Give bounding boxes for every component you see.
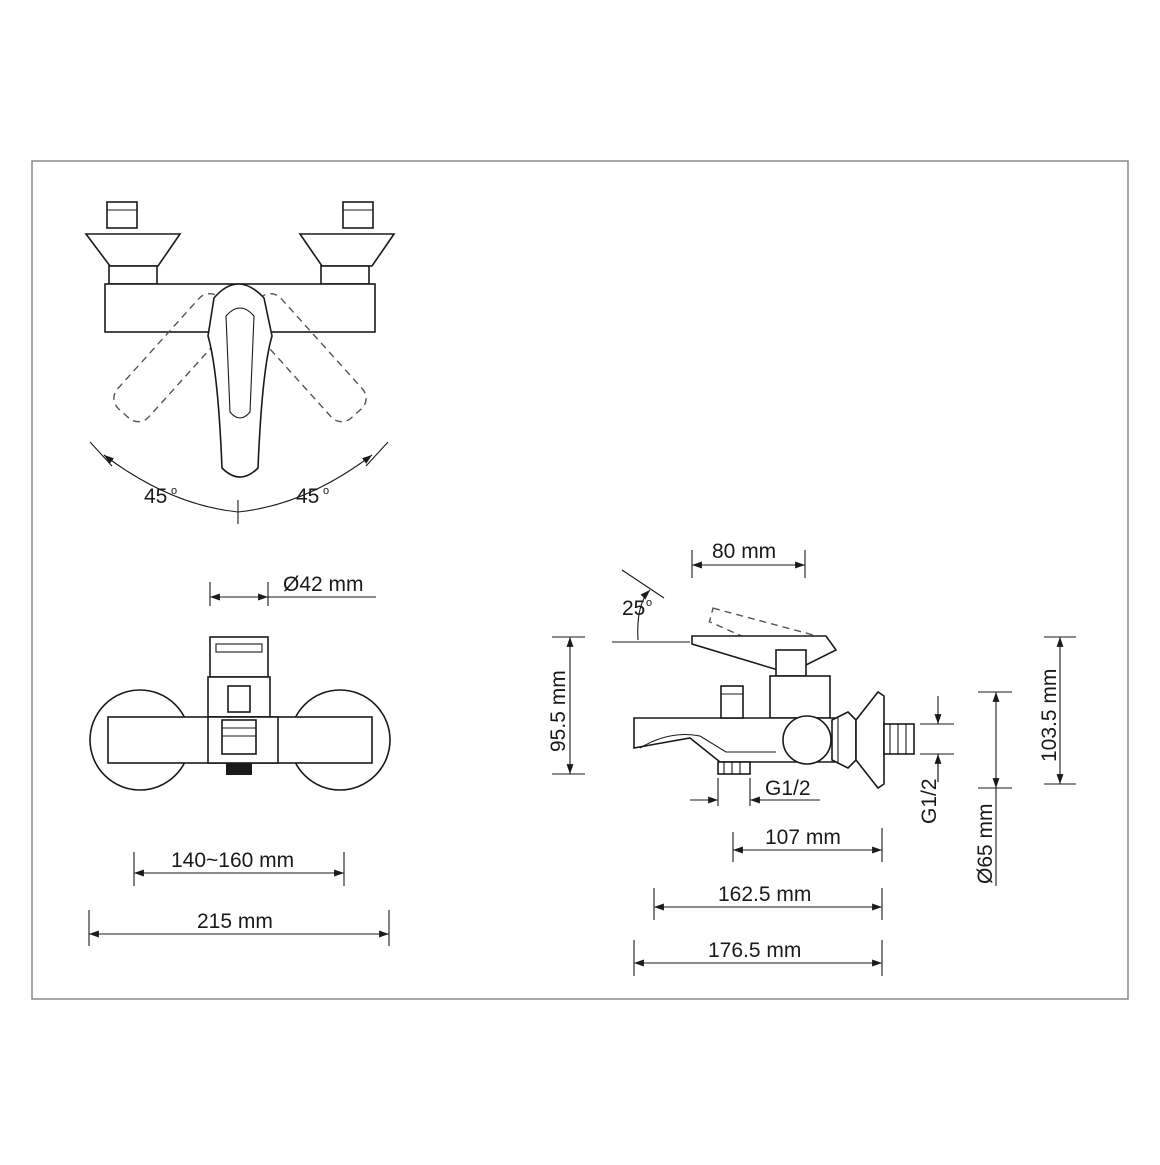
overall-width-label: 215 mm (197, 910, 273, 933)
angle-right-degree: o (323, 485, 329, 497)
front-view: Ø42 mm 140~160 mm 215 mm (88, 573, 391, 946)
wall-to-spout-label: 162.5 mm (718, 883, 811, 906)
top-left-connector (84, 201, 182, 285)
lever-depth-label: 80 mm (712, 540, 776, 563)
body-height-label: 95.5 mm (547, 670, 570, 752)
flange-diameter-label: Ø65 mm (974, 803, 997, 884)
angle-left-label: 45 (144, 485, 167, 508)
side-wall-flange (855, 690, 885, 790)
spout-diameter-label: Ø42 mm (283, 573, 364, 596)
outlet-thread-label: G1/2 (765, 777, 811, 800)
side-inlet-union (782, 715, 832, 765)
angle-left-degree: o (171, 485, 177, 497)
front-outlet-thread (226, 763, 252, 775)
top-handle (207, 283, 273, 478)
tilt-angle-label: 25 (622, 597, 645, 620)
center-distance-label: 140~160 mm (171, 849, 294, 872)
side-lever (691, 635, 838, 671)
overall-height-label: 103.5 mm (1038, 669, 1061, 762)
tilt-angle-degree: o (646, 597, 652, 609)
drawing-frame (31, 160, 1129, 1000)
top-view: 45 o 45 o (84, 201, 396, 524)
wall-to-outlet-label: 107 mm (765, 826, 841, 849)
overall-depth-label: 176.5 mm (708, 939, 801, 962)
side-view: 80 mm 25 o (547, 540, 1076, 976)
angle-right-label: 45 (296, 485, 319, 508)
inlet-thread-label: G1/2 (918, 778, 941, 824)
top-right-connector (298, 201, 396, 285)
